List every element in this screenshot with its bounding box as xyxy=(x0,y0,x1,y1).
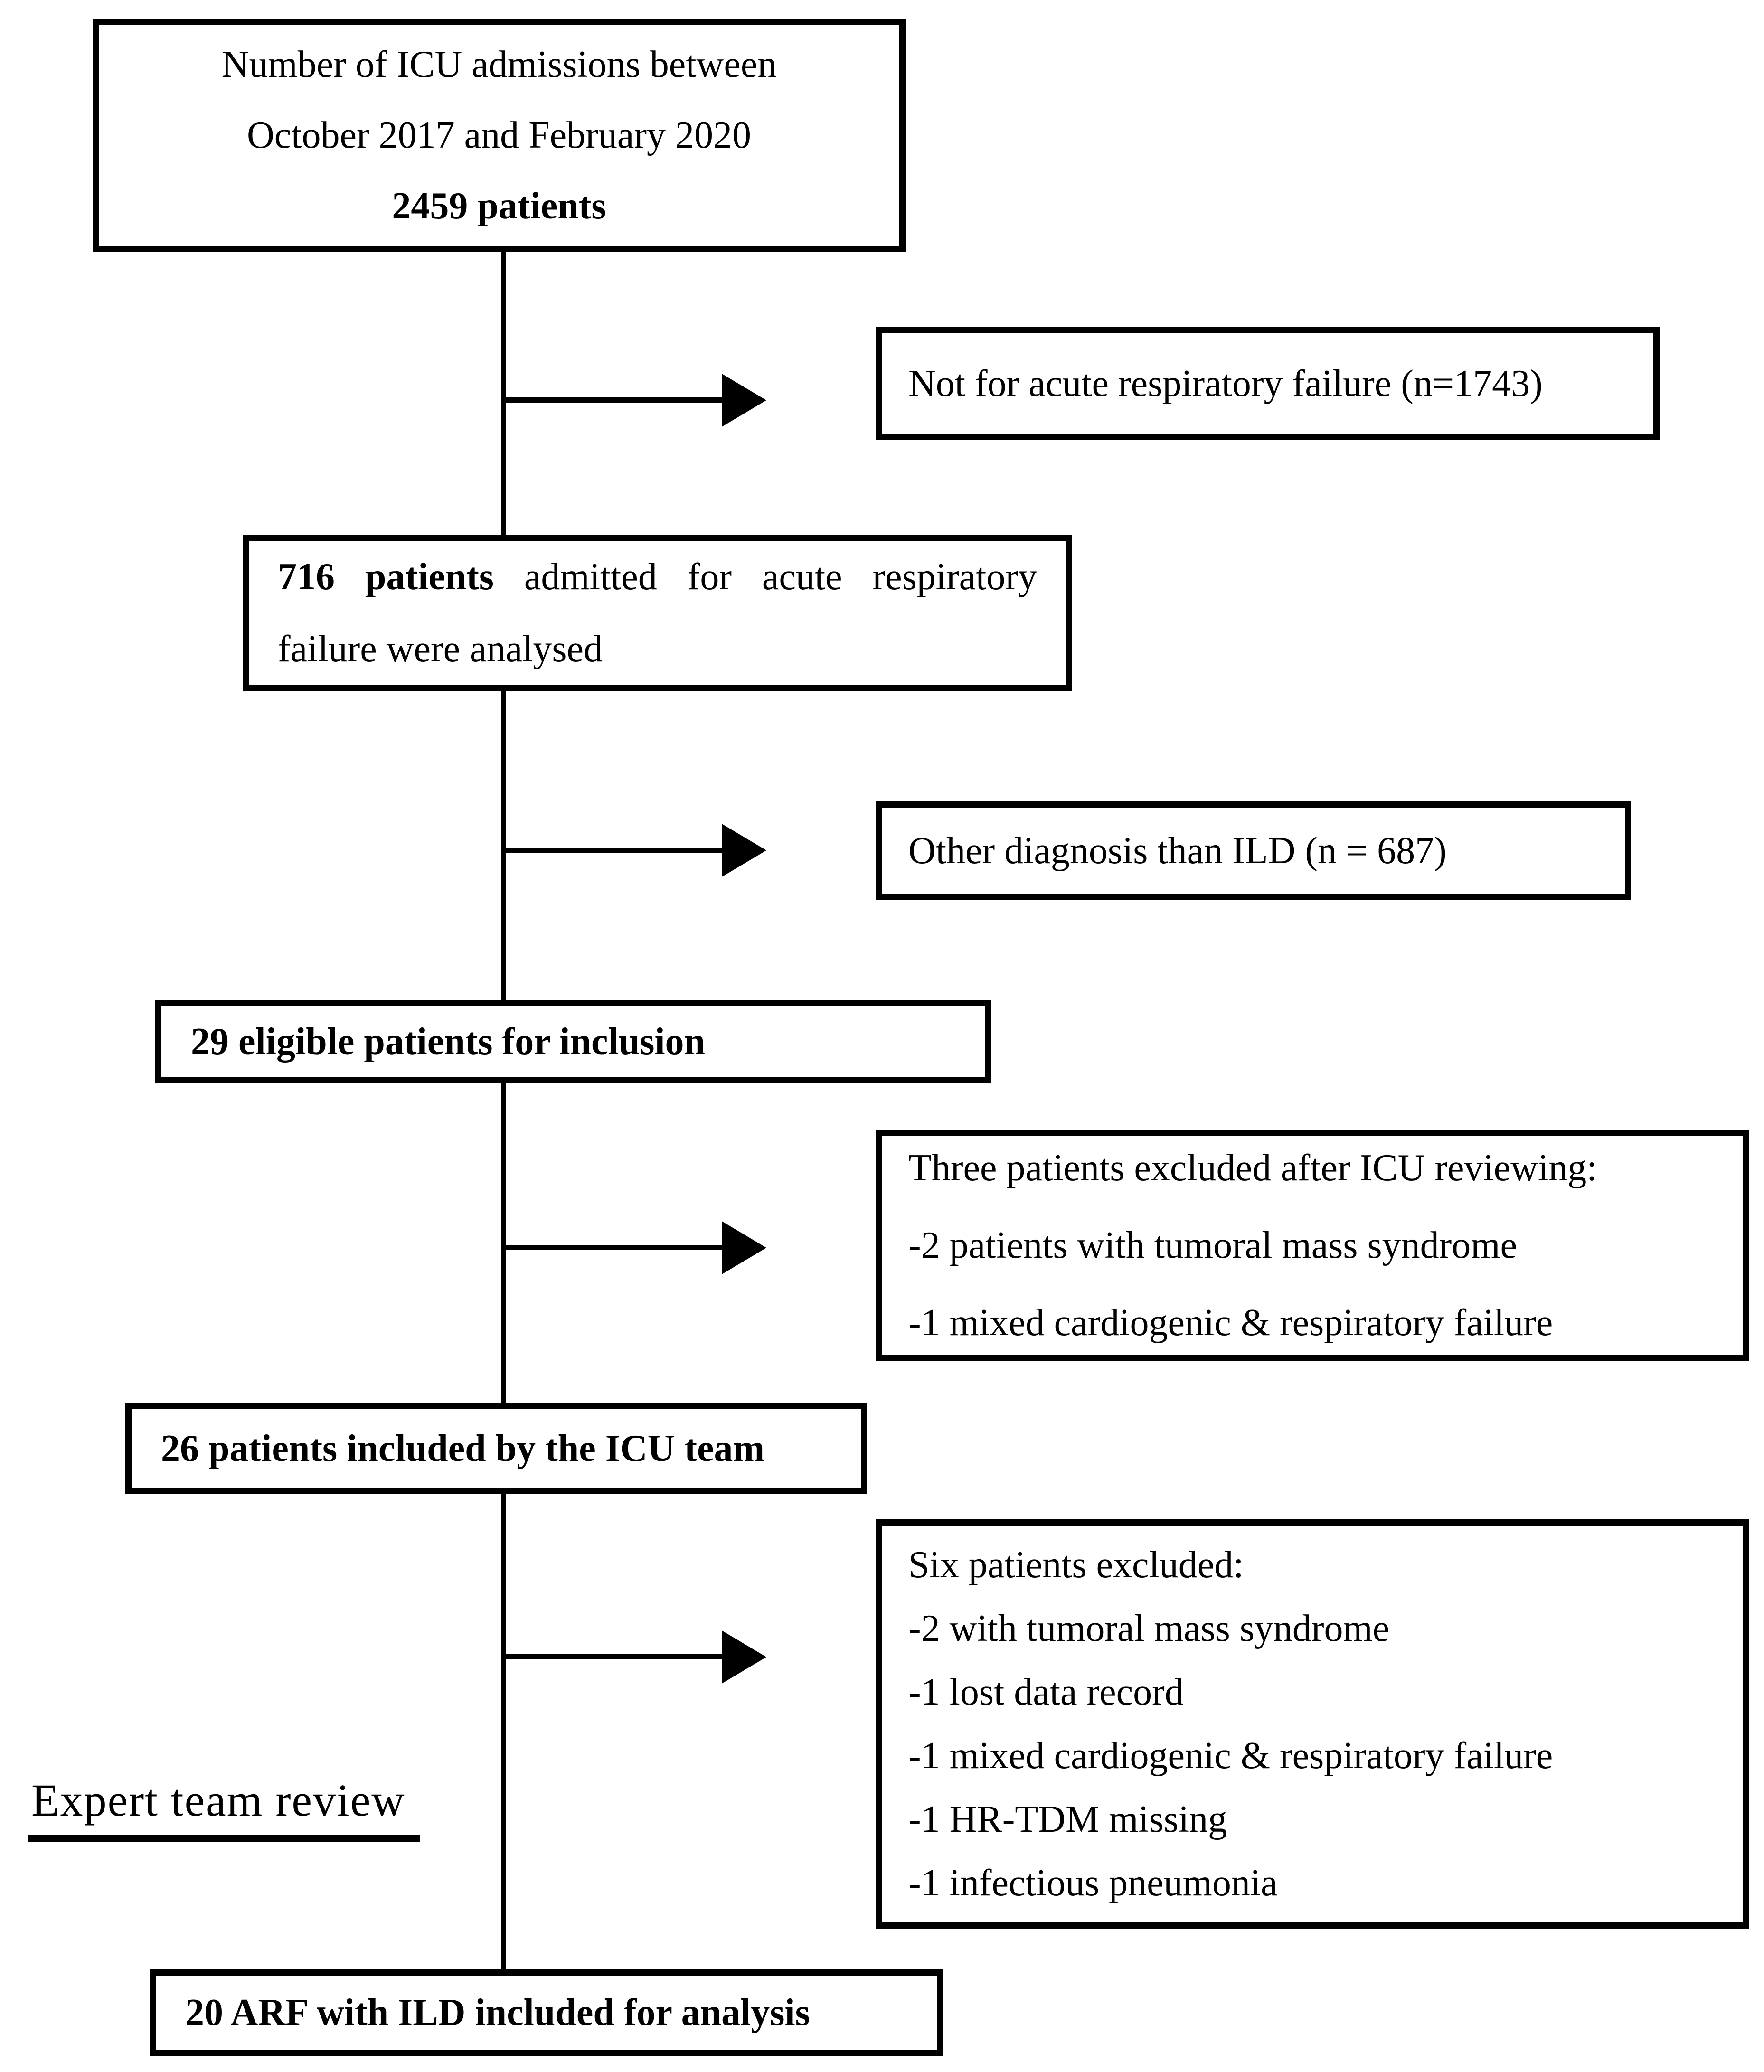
exclusion-item: -2 with tumoral mass syndrome xyxy=(908,1608,1390,1649)
exclusion-box-not-arf: Not for acute respiratory failure (n=174… xyxy=(876,327,1660,440)
exclusion-item: -1 lost data record xyxy=(908,1671,1184,1713)
analysed-line1: 716 patients admitted for acute respirat… xyxy=(278,541,1037,613)
exclusion-box-other-diagnosis: Other diagnosis than ILD (n = 687) xyxy=(876,801,1631,900)
analysed-count: 716 patients xyxy=(278,556,494,598)
connector-arrow-1 xyxy=(506,397,723,403)
exclusion-not-arf-text: Not for acute respiratory failure (n=174… xyxy=(908,363,1543,405)
final-analysis-text: 20 ARF with ILD included for analysis xyxy=(185,1992,810,2034)
exclusion-expert-review-title: Six patients excluded: xyxy=(908,1544,1244,1586)
analysed-line2: failure were analysed xyxy=(278,628,603,670)
admissions-count: 2459 patients xyxy=(392,185,606,227)
connector-arrow-3 xyxy=(506,1245,723,1250)
exclusion-item: -1 mixed cardiogenic & respiratory failu… xyxy=(908,1302,1553,1344)
arrowhead-icon xyxy=(722,1630,766,1684)
analysed-box: 716 patients admitted for acute respirat… xyxy=(243,535,1072,691)
eligible-box: 29 eligible patients for inclusion xyxy=(155,1000,991,1083)
flow-trunk-line xyxy=(501,250,506,1969)
exclusion-item: -2 patients with tumoral mass syndrome xyxy=(908,1224,1518,1266)
exclusion-item: -1 infectious pneumonia xyxy=(908,1862,1278,1904)
expert-team-review-label: Expert team review xyxy=(28,1774,420,1842)
icu-included-text: 26 patients included by the ICU team xyxy=(161,1428,765,1469)
exclusion-box-icu-review: Three patients excluded after ICU review… xyxy=(876,1130,1749,1361)
icu-included-box: 26 patients included by the ICU team xyxy=(125,1403,867,1494)
analysed-line1-rest: admitted for acute respiratory xyxy=(524,556,1037,598)
connector-arrow-4 xyxy=(506,1654,723,1659)
exclusion-other-diagnosis-text: Other diagnosis than ILD (n = 687) xyxy=(908,830,1447,872)
exclusion-box-expert-review: Six patients excluded: -2 with tumoral m… xyxy=(876,1519,1749,1929)
final-analysis-box: 20 ARF with ILD included for analysis xyxy=(150,1969,943,2056)
exclusion-item: -1 HR-TDM missing xyxy=(908,1799,1227,1840)
arrowhead-icon xyxy=(722,1221,766,1274)
admissions-box: Number of ICU admissions between October… xyxy=(93,19,906,252)
arrowhead-icon xyxy=(722,824,766,877)
arrowhead-icon xyxy=(722,374,766,427)
admissions-line2: October 2017 and February 2020 xyxy=(247,114,751,156)
exclusion-icu-review-title: Three patients excluded after ICU review… xyxy=(908,1147,1597,1189)
eligible-text: 29 eligible patients for inclusion xyxy=(191,1021,706,1063)
exclusion-item: -1 mixed cardiogenic & respiratory failu… xyxy=(908,1735,1553,1777)
admissions-line1: Number of ICU admissions between xyxy=(221,43,777,85)
connector-arrow-2 xyxy=(506,848,723,853)
